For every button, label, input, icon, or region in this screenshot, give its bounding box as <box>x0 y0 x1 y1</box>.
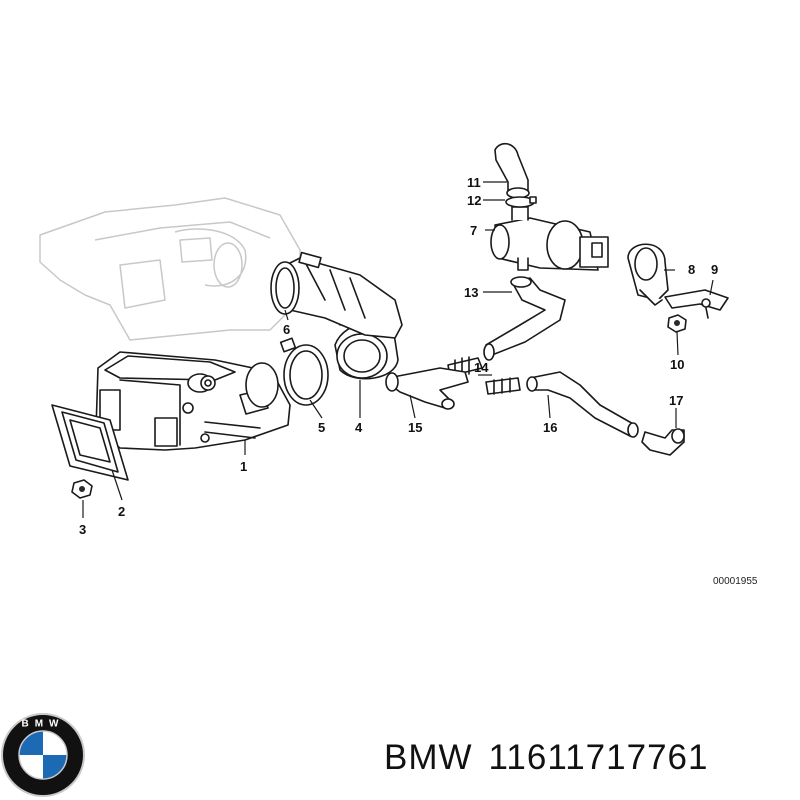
nut <box>71 479 93 499</box>
callout-9: 9 <box>711 262 718 277</box>
callout-5: 5 <box>318 420 325 435</box>
part-number: 11611717761 <box>488 738 709 777</box>
callout-3: 3 <box>79 522 86 537</box>
air-flow-meter <box>95 351 291 451</box>
hose-16 <box>526 371 639 438</box>
callout-13: 13 <box>464 285 478 300</box>
callout-8: 8 <box>688 262 695 277</box>
hose-13 <box>483 276 566 361</box>
bmw-roundel-icon: BMW <box>1 713 85 797</box>
hose-clamp-12 <box>505 196 537 208</box>
intake-air-duct <box>270 251 403 339</box>
valve-bracket <box>627 243 669 306</box>
t-piece <box>385 367 469 410</box>
callout-6: 6 <box>283 322 290 337</box>
leader-lines <box>82 181 714 518</box>
callout-15: 15 <box>408 420 422 435</box>
callout-4: 4 <box>355 420 363 435</box>
callout-16: 16 <box>543 420 557 435</box>
callout-7: 7 <box>470 223 477 238</box>
logo-lettering: BMW <box>22 719 65 730</box>
callout-labels: 1 2 3 4 5 6 7 8 9 10 11 12 13 14 15 16 1… <box>79 175 718 537</box>
engine-block-outline <box>39 197 301 341</box>
brand-name: BMW <box>384 738 473 777</box>
idle-air-valve <box>490 206 609 271</box>
callout-12: 12 <box>467 193 481 208</box>
callout-11: 11 <box>467 175 481 190</box>
nut-10 <box>667 314 687 333</box>
brand-caption: BMW 11611717761 <box>384 738 724 778</box>
callout-10: 10 <box>670 357 684 372</box>
callout-14: 14 <box>474 360 489 375</box>
gasket <box>51 404 129 481</box>
elbow-fitting <box>641 428 685 456</box>
callout-1: 1 <box>240 459 247 474</box>
callout-2: 2 <box>118 504 125 519</box>
callout-17: 17 <box>669 393 683 408</box>
diagram-reference-code: 00001955 <box>713 576 758 587</box>
elbow-hose <box>494 142 530 199</box>
hose-clamp-5 <box>279 337 329 406</box>
mounting-plate <box>664 289 729 319</box>
